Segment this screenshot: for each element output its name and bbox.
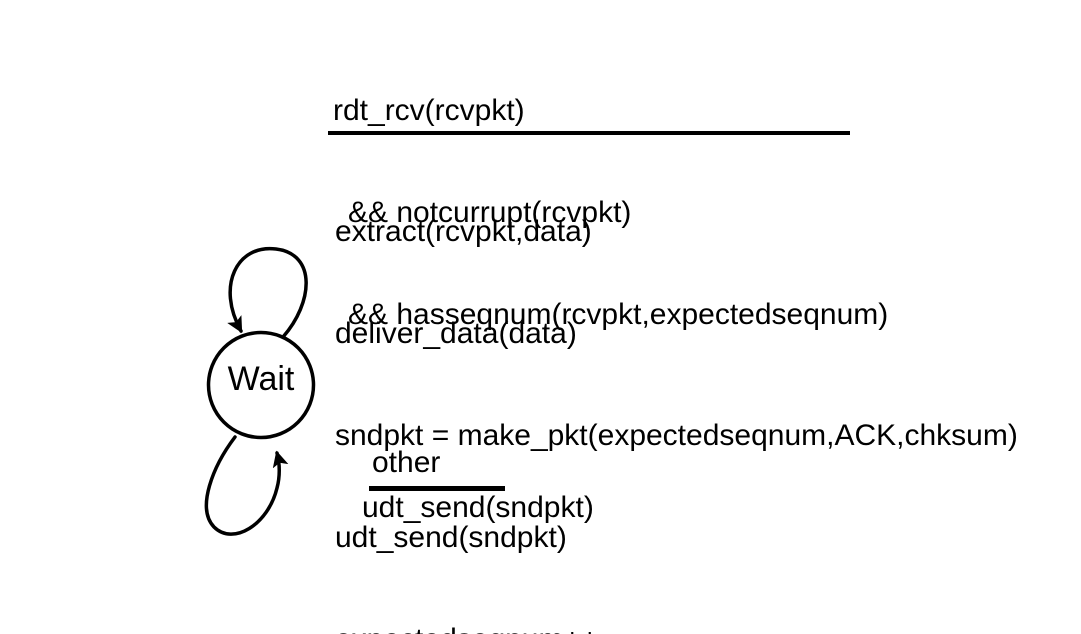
self-loop-top-arrow	[227, 246, 308, 339]
wait-state-circle	[206, 330, 316, 440]
condition-line: && hasseqnum(rcvpkt,expectedseqnum)	[348, 298, 889, 331]
state-label: Wait	[227, 360, 295, 398]
bottom-transition-action: udt_send(sndpkt)	[362, 491, 594, 524]
self-loop-bottom-arrow	[204, 435, 289, 536]
top-transition-actions: extract(rcvpkt,data) deliver_data(data) …	[335, 147, 1018, 634]
condition-line: && notcurrupt(rcvpkt)	[348, 196, 632, 229]
action-line: deliver_data(data)	[335, 317, 577, 350]
action-line: extract(rcvpkt,data)	[335, 215, 592, 248]
action-line: expectedseqnum++	[335, 623, 1018, 634]
condition-action-divider-top	[328, 131, 850, 135]
action-line: udt_send(sndpkt)	[335, 521, 567, 554]
condition-line: rdt_rcv(rcvpkt)	[333, 94, 525, 127]
condition-action-divider-bottom	[369, 486, 505, 491]
top-transition-condition: rdt_rcv(rcvpkt) && notcurrupt(rcvpkt) &&…	[333, 26, 888, 400]
bottom-transition-condition: other	[372, 446, 441, 479]
action-line: sndpkt = make_pkt(expectedseqnum,ACK,chk…	[335, 419, 1018, 452]
